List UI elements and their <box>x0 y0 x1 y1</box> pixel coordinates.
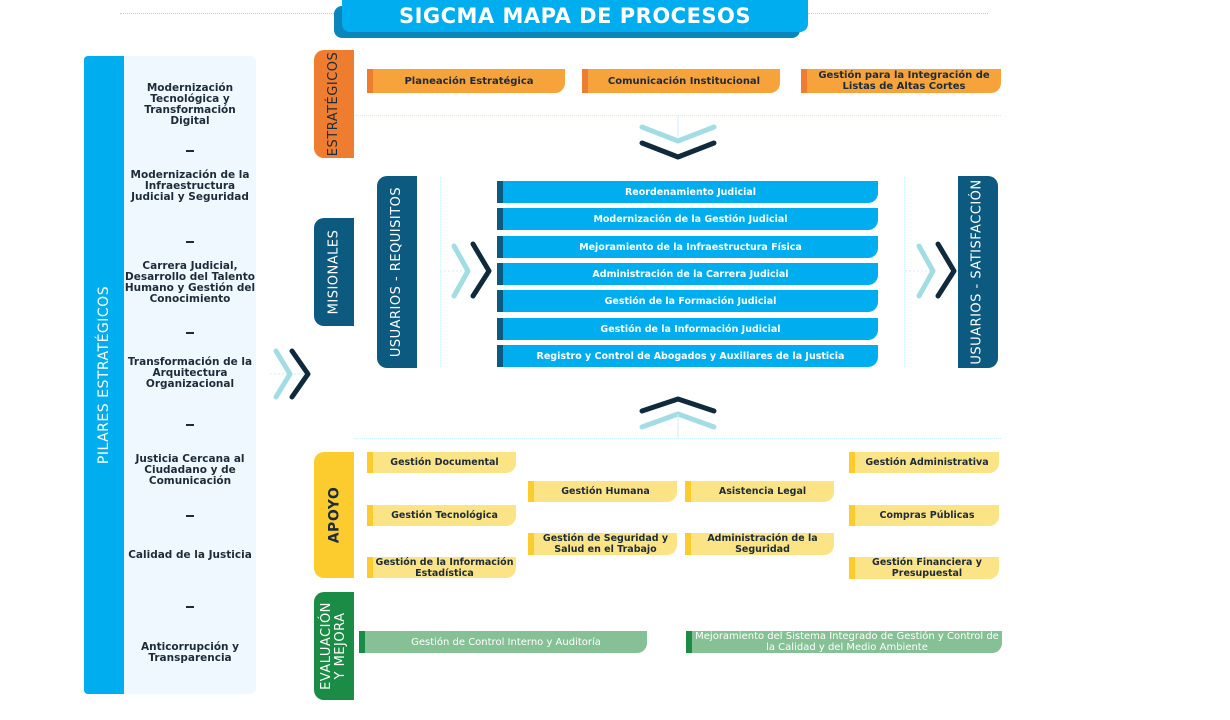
title-divider-left <box>120 13 334 14</box>
pilar-item: Transformación de la Arquitectura Organi… <box>127 356 253 390</box>
pilares-panel <box>124 56 256 694</box>
pilar-separator <box>186 150 194 152</box>
pilar-item: Anticorrupción y Transparencia <box>140 641 240 664</box>
pilar-item: Modernización Tecnológica y Transformaci… <box>144 82 236 127</box>
pilar-item: Carrera Judicial, Desarrollo del Talento… <box>124 260 256 305</box>
process-box[interactable]: Gestión de Seguridad y Salud en el Traba… <box>528 533 677 555</box>
usuarios-requisitos-tab: USUARIOS - REQUISITOS <box>377 176 417 368</box>
process-box[interactable]: Mejoramiento del Sistema Integrado de Ge… <box>686 631 1002 653</box>
process-box[interactable]: Gestión Tecnológica <box>367 505 516 526</box>
process-box[interactable]: Modernización de la Gestión Judicial <box>497 208 878 230</box>
process-box[interactable]: Asistencia Legal <box>685 481 834 502</box>
frame-apoyo <box>355 438 1001 439</box>
title-divider-right <box>808 13 988 14</box>
process-box[interactable]: Comunicación Institucional <box>582 69 780 93</box>
page-title: SIGCMA MAPA DE PROCESOS <box>342 0 808 32</box>
pilares-label: PILARES ESTRATÉGICOS <box>96 285 113 465</box>
process-box[interactable]: Reordenamiento Judicial <box>497 181 878 203</box>
pilar-separator <box>186 515 194 517</box>
process-box[interactable]: Compras Públicas <box>849 505 999 526</box>
process-box[interactable]: Gestión de la Formación Judicial <box>497 290 878 312</box>
process-box[interactable]: Gestión de la Información Judicial <box>497 318 878 340</box>
section-tab-estrategicos: ESTRATÉGICOS <box>314 50 354 158</box>
pilar-item: Calidad de la Justicia <box>128 549 252 561</box>
double-chevron-right-icon <box>270 348 311 400</box>
pilares-bar <box>84 56 124 694</box>
process-box[interactable]: Gestión de la Información Estadística <box>367 557 516 579</box>
process-box[interactable]: Planeación Estratégica <box>367 69 565 93</box>
double-chevron-right-icon <box>905 241 957 299</box>
pilar-item: Modernización de la Infraestructura Judi… <box>130 169 250 203</box>
pilar-separator <box>186 606 194 608</box>
double-chevron-down-icon <box>639 115 717 160</box>
process-box[interactable]: Administración de la Carrera Judicial <box>497 263 878 285</box>
double-chevron-right-icon <box>440 241 492 299</box>
pilar-item: Justicia Cercana al Ciudadano y de Comun… <box>135 453 245 487</box>
section-tab-misionales: MISIONALES <box>314 218 354 326</box>
process-box[interactable]: Mejoramiento de la Infraestructura Físic… <box>497 236 878 258</box>
pilar-separator <box>186 241 194 243</box>
process-box[interactable]: Gestión Humana <box>528 481 677 502</box>
process-box[interactable]: Gestión para la Integración de Listas de… <box>801 69 1001 93</box>
pilar-separator <box>186 424 194 426</box>
process-box[interactable]: Gestión Financiera y Presupuestal <box>849 557 999 579</box>
process-box[interactable]: Gestión de Control Interno y Auditoría <box>359 631 647 653</box>
process-box[interactable]: Gestión Documental <box>367 452 516 473</box>
process-box[interactable]: Gestión Administrativa <box>849 452 999 473</box>
double-chevron-up-icon <box>639 396 717 438</box>
pilar-separator <box>186 332 194 334</box>
process-box[interactable]: Administración de la Seguridad <box>685 533 834 555</box>
frame-misionales <box>440 177 905 367</box>
usuarios-satisfaccion-tab: USUARIOS - SATISFACCIÓN <box>958 176 998 368</box>
section-tab-apoyo: APOYO <box>314 452 354 578</box>
section-tab-evaluacion: EVALUACIÓN Y MEJORA <box>314 592 354 700</box>
process-box[interactable]: Registro y Control de Abogados y Auxilia… <box>497 345 878 367</box>
